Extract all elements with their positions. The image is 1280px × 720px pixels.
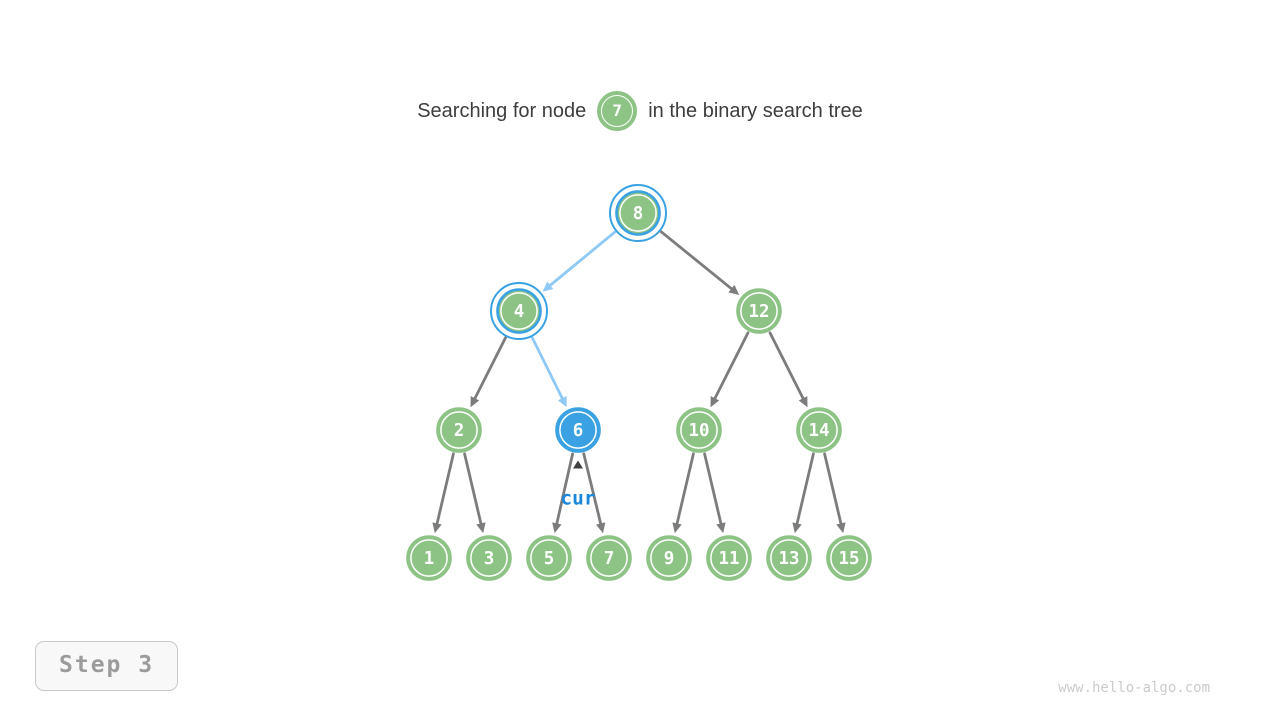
tree-node-15: 15 <box>826 535 872 581</box>
tree-edge-12-14 <box>768 331 808 408</box>
tree-node-value: 13 <box>778 549 799 569</box>
tree-node-11: 11 <box>706 535 752 581</box>
tree-edge-6-7 <box>582 452 606 534</box>
tree-node-value: 14 <box>808 421 829 441</box>
tree-node-value: 10 <box>688 421 709 441</box>
tree-node-4: 4 <box>490 282 548 340</box>
tree-edge-6-5 <box>552 452 574 534</box>
tree-edge-8-4 <box>542 230 617 292</box>
tree-node-value: 4 <box>514 302 525 322</box>
tree-edge-4-2 <box>470 335 508 408</box>
tree-node-value: 12 <box>748 302 769 322</box>
tree-node-2: 2 <box>436 407 482 453</box>
watermark: www.hello-algo.com <box>1058 680 1210 696</box>
tree-edge-4-6 <box>530 336 567 408</box>
cur-caret-icon <box>573 460 583 469</box>
cur-pointer-label: cur <box>560 487 595 510</box>
target-node-badge: 7 <box>597 91 638 131</box>
tree-edge-14-15 <box>823 452 846 534</box>
tree-edge-10-11 <box>703 452 726 534</box>
tree-node-6: 6 <box>555 407 601 453</box>
tree-node-5: 5 <box>526 535 572 581</box>
title-suffix: in the binary search tree <box>648 99 863 122</box>
tree-node-value: 8 <box>633 204 644 224</box>
tree-node-14: 14 <box>796 407 842 453</box>
tree-node-9: 9 <box>646 535 692 581</box>
tree-node-3: 3 <box>466 535 512 581</box>
tree-node-value: 9 <box>664 549 675 569</box>
tree-node-10: 10 <box>676 407 722 453</box>
tree-node-value: 15 <box>838 549 859 569</box>
tree-node-value: 2 <box>454 421 465 441</box>
target-node-value: 7 <box>612 101 623 120</box>
tree-node-value: 1 <box>424 549 435 569</box>
tree-node-13: 13 <box>766 535 812 581</box>
step-badge: Step 3 <box>35 641 179 691</box>
tree-node-value: 3 <box>484 549 495 569</box>
tree-edge-2-3 <box>463 452 486 534</box>
tree-node-value: 5 <box>544 549 555 569</box>
tree-node-7: 7 <box>586 535 632 581</box>
title-prefix: Searching for node <box>417 99 587 122</box>
tree-node-value: 11 <box>718 549 739 569</box>
figure-title: Searching for node 7 in the binary searc… <box>0 91 1280 131</box>
tree-edge-2-1 <box>432 452 455 534</box>
tree-node-12: 12 <box>736 288 782 334</box>
tree-node-value: 6 <box>573 421 584 441</box>
cur-pointer: cur <box>560 460 596 510</box>
tree-edge-8-12 <box>659 230 740 295</box>
tree-edge-14-13 <box>792 452 815 534</box>
tree-node-1: 1 <box>406 535 452 581</box>
tree-edge-10-9 <box>672 452 695 534</box>
tree-edge-12-10 <box>710 331 750 408</box>
tree-node-8: 8 <box>609 184 667 242</box>
tree-node-value: 7 <box>604 549 615 569</box>
